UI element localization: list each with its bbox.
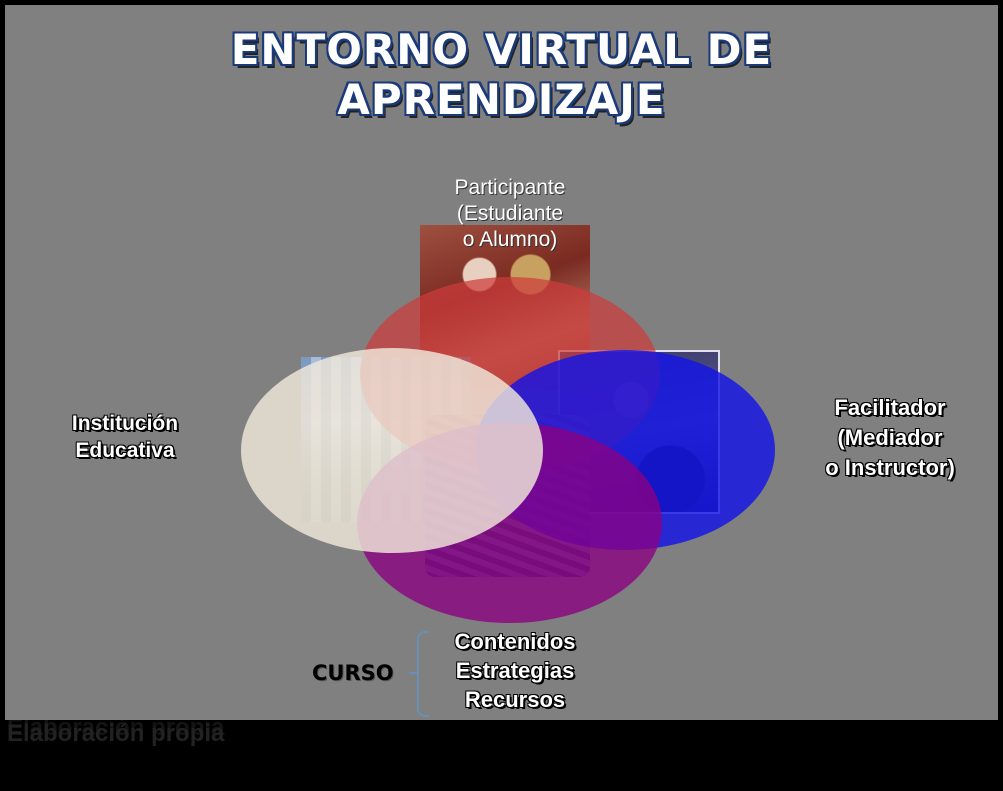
institution-ellipse	[241, 348, 543, 553]
institution-label-line-1: Institución	[71, 412, 179, 435]
title-line-2: APRENDIZAJE	[337, 75, 666, 124]
course-brace	[417, 631, 429, 717]
participant-label: Participante (Estudiante o Alumno)	[425, 175, 595, 253]
institution-label: Institución Educativa	[45, 410, 205, 464]
course-label: CURSO	[312, 661, 394, 685]
course-item-strategies: Estrategias	[455, 658, 575, 683]
course-item-resources: Recursos	[464, 687, 566, 712]
course-items: Contenidos Estrategias Recursos	[425, 627, 605, 714]
participant-label-line-1: Participante	[454, 176, 566, 199]
course-brace-tip	[409, 672, 418, 674]
facilitator-label-line-2: (Mediador	[837, 425, 943, 450]
facilitator-label-line-1: Facilitador	[834, 395, 946, 420]
participant-label-line-2: (Estudiante	[456, 202, 564, 225]
footer-band: Elaboración propia	[5, 720, 998, 783]
footer-caption: Elaboración propia	[7, 720, 225, 747]
course-item-contents: Contenidos	[454, 629, 576, 654]
facilitator-label: Facilitador (Mediador o Instructor)	[800, 393, 980, 483]
participant-label-line-3: o Alumno)	[462, 228, 558, 251]
page-title: ENTORNO VIRTUAL DE APRENDIZAJE	[5, 25, 998, 125]
title-line-1: ENTORNO VIRTUAL DE	[230, 25, 773, 74]
diagram-slide: ENTORNO VIRTUAL DE APRENDIZAJE Participa…	[5, 5, 998, 783]
institution-label-line-2: Educativa	[75, 439, 175, 462]
facilitator-label-line-3: o Instructor)	[825, 455, 955, 480]
